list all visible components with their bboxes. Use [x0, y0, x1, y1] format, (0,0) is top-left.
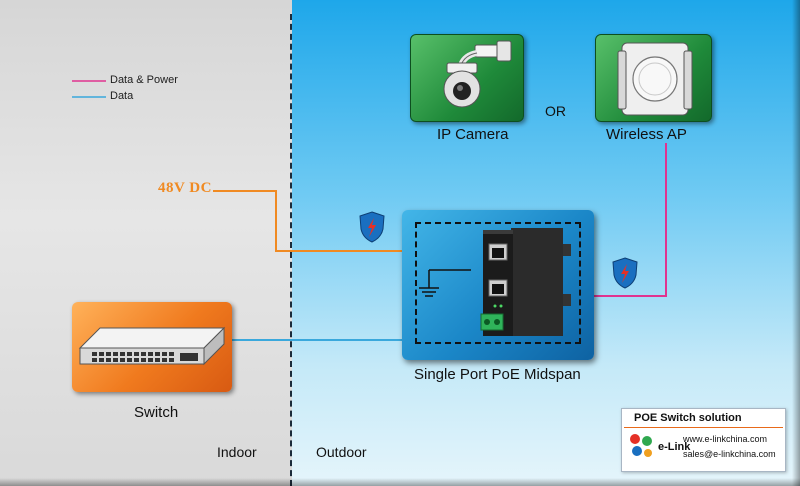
midspan-label: Single Port PoE Midspan	[414, 366, 581, 383]
bottom-edge-shadow	[0, 478, 800, 486]
brand-title: POE Switch solution	[634, 412, 742, 424]
midspan-to-ap-power-line	[594, 143, 667, 297]
outdoor-access-point-icon	[617, 42, 693, 116]
brand-panel: POE Switch solution e-Link www.e-linkchi…	[621, 408, 786, 472]
ground-symbol-icon	[419, 269, 471, 297]
indoor-zone	[0, 0, 292, 486]
indoor-label: Indoor	[217, 444, 257, 460]
ip-camera-device	[410, 34, 524, 122]
surge-protection-shield-icon	[359, 211, 385, 243]
ip-camera-label: IP Camera	[437, 126, 509, 143]
power-48v-line	[213, 190, 416, 252]
or-label: OR	[545, 103, 566, 119]
right-edge-shadow	[792, 0, 800, 486]
outdoor-label: Outdoor	[316, 444, 367, 460]
wireless-ap-device	[595, 34, 712, 122]
poe-injector-icon	[419, 228, 571, 336]
surge-protection-shield-icon	[612, 257, 638, 289]
brand-name: e-Link	[658, 441, 691, 453]
midspan-enclosure-outline	[415, 222, 581, 344]
legend-data-label: Data	[110, 90, 134, 102]
e-link-logo-icon	[630, 434, 652, 457]
brand-website: www.e-linkchina.com	[683, 434, 768, 444]
legend-data-power-label: Data & Power	[110, 74, 178, 86]
brand-email: sales@e-linkchina.com	[683, 449, 776, 459]
switch-device	[72, 302, 232, 392]
network-switch-icon	[78, 326, 226, 366]
power-source-label: 48V DC	[158, 180, 212, 196]
brand-divider	[624, 427, 783, 428]
wireless-ap-label: Wireless AP	[606, 126, 687, 143]
ptz-dome-camera-icon	[443, 40, 512, 108]
switch-label: Switch	[134, 404, 179, 421]
